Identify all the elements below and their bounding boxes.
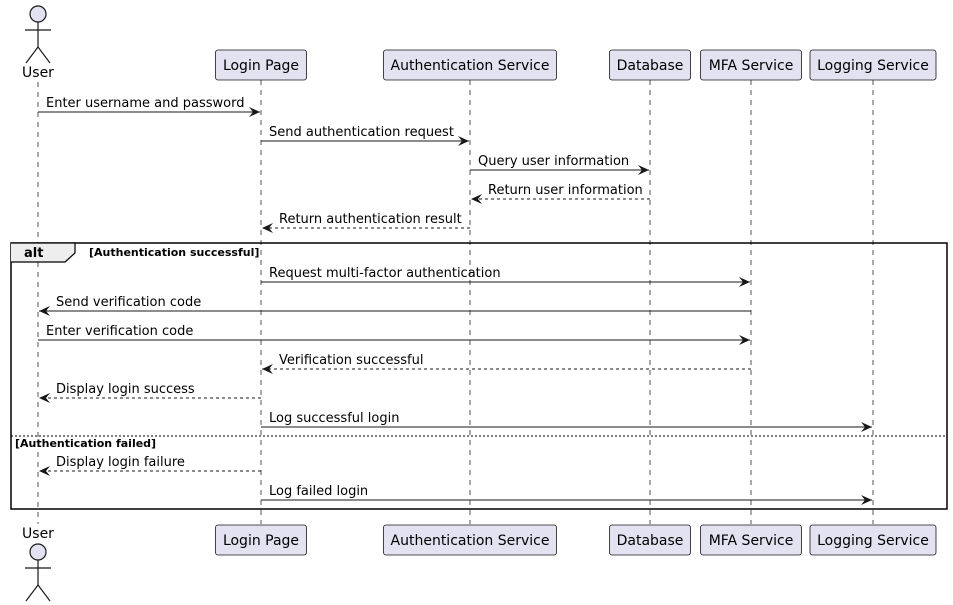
participant-box-login-top bbox=[215, 49, 307, 81]
message-label-5: Return authentication result bbox=[279, 212, 462, 227]
alt-keyword: alt bbox=[24, 246, 43, 261]
message-label-6: Request multi-factor authentication bbox=[269, 266, 501, 281]
participant-box-auth-top bbox=[383, 49, 557, 81]
message-label-11: Log successful login bbox=[269, 411, 399, 426]
actor-label-top: User bbox=[22, 65, 54, 81]
participant-box-login-bottom bbox=[215, 524, 307, 556]
alt-frame-tab bbox=[11, 242, 76, 263]
participant-label-auth-bottom: Authentication Service bbox=[391, 533, 550, 549]
message-label-4: Return user information bbox=[488, 183, 643, 198]
participant-label-db-bottom: Database bbox=[617, 533, 684, 549]
message-label-2: Send authentication request bbox=[269, 125, 454, 140]
message-label-12: Display login failure bbox=[56, 455, 185, 470]
participant-label-log-top: Logging Service bbox=[817, 58, 929, 74]
participant-box-db-top bbox=[609, 49, 691, 81]
participant-box-mfa-top bbox=[700, 49, 802, 81]
participant-box-log-bottom bbox=[809, 524, 937, 556]
alt-guard-failure: [Authentication failed] bbox=[15, 437, 156, 450]
message-label-9: Verification successful bbox=[279, 353, 423, 368]
participant-label-mfa-top: MFA Service bbox=[709, 58, 794, 74]
message-label-10: Display login success bbox=[56, 382, 195, 397]
participant-label-mfa-bottom: MFA Service bbox=[709, 533, 794, 549]
message-label-1: Enter username and password bbox=[46, 96, 244, 111]
participant-label-auth-top: Authentication Service bbox=[391, 58, 550, 74]
lifelines bbox=[37, 80, 874, 524]
alt-frame-border bbox=[10, 242, 948, 510]
participant-label-db-top: Database bbox=[617, 58, 684, 74]
participant-label-login-bottom: Login Page bbox=[223, 533, 299, 549]
alt-guard-success: [Authentication successful] bbox=[89, 246, 259, 259]
participant-label-log-bottom: Logging Service bbox=[817, 533, 929, 549]
participant-box-auth-bottom bbox=[383, 524, 557, 556]
participant-box-mfa-bottom bbox=[700, 524, 802, 556]
message-label-3: Query user information bbox=[478, 154, 629, 169]
participant-box-log-top bbox=[809, 49, 937, 81]
message-label-8: Enter verification code bbox=[46, 324, 193, 339]
message-label-13: Log failed login bbox=[269, 484, 368, 499]
actor-bottom-icon bbox=[25, 543, 51, 602]
participant-label-login-top: Login Page bbox=[223, 58, 299, 74]
actor-label-bottom: User bbox=[22, 526, 54, 542]
alt-frame: alt [Authentication successful] [Authent… bbox=[10, 242, 948, 510]
actor-top-icon bbox=[25, 5, 51, 64]
message-label-7: Send verification code bbox=[56, 295, 201, 310]
participant-box-db-bottom bbox=[609, 524, 691, 556]
